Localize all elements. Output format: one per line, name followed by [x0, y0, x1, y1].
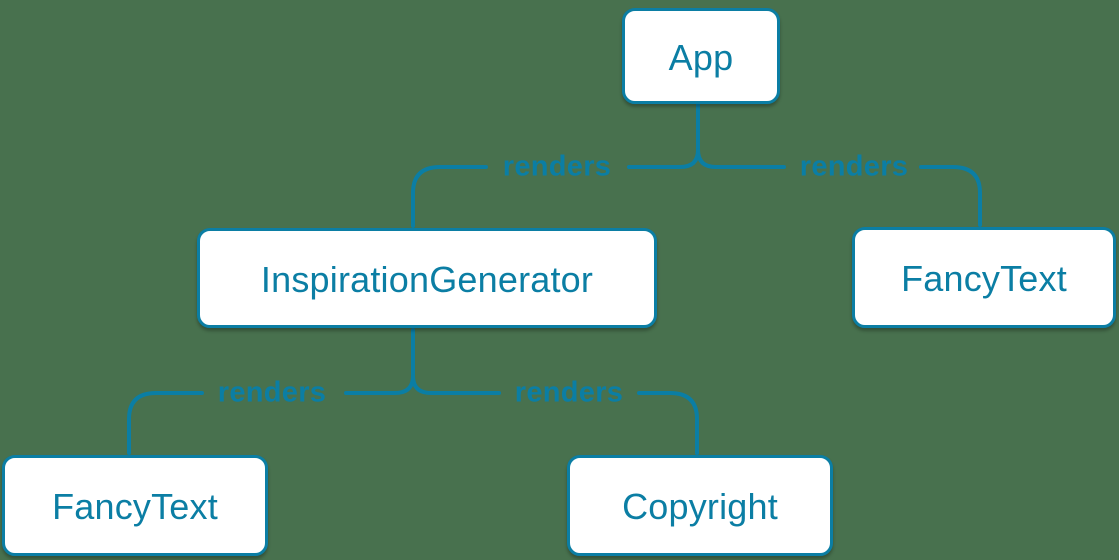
edge-label-app-inspirationgenerator: renders [502, 150, 612, 183]
node-fancy-text-left-label: FancyText [52, 486, 218, 527]
edge-ig-to-fancytext-left-segment [127, 391, 204, 455]
edge-label-ig-copyright: renders [514, 376, 624, 409]
edge-app-to-inspirationgenerator-right-segment [627, 148, 700, 169]
edge-label-app-fancytext: renders [799, 150, 909, 183]
node-fancy-text-left: FancyText [2, 455, 268, 556]
node-inspiration-generator-label: InspirationGenerator [260, 258, 594, 300]
edge-app-to-inspirationgenerator-left-segment [411, 165, 488, 228]
edge-ig-to-copyright-right-segment [637, 391, 699, 455]
node-app-label: App [668, 36, 734, 78]
edge-label-ig-fancytext: renders [217, 376, 327, 409]
edge-app-to-fancytext-right-segment [919, 165, 982, 227]
edge-app-to-fancytext-left-segment [696, 148, 786, 169]
node-inspiration-generator: InspirationGenerator [197, 228, 657, 328]
node-copyright: Copyright [567, 455, 833, 556]
node-fancy-text-right-label: FancyText [901, 258, 1067, 299]
edge-ig-to-fancytext-right-segment [344, 374, 415, 395]
node-app: App [622, 8, 780, 104]
node-fancy-text-right: FancyText [852, 227, 1116, 328]
node-copyright-label: Copyright [622, 486, 778, 527]
edge-ig-to-copyright-left-segment [411, 374, 501, 395]
